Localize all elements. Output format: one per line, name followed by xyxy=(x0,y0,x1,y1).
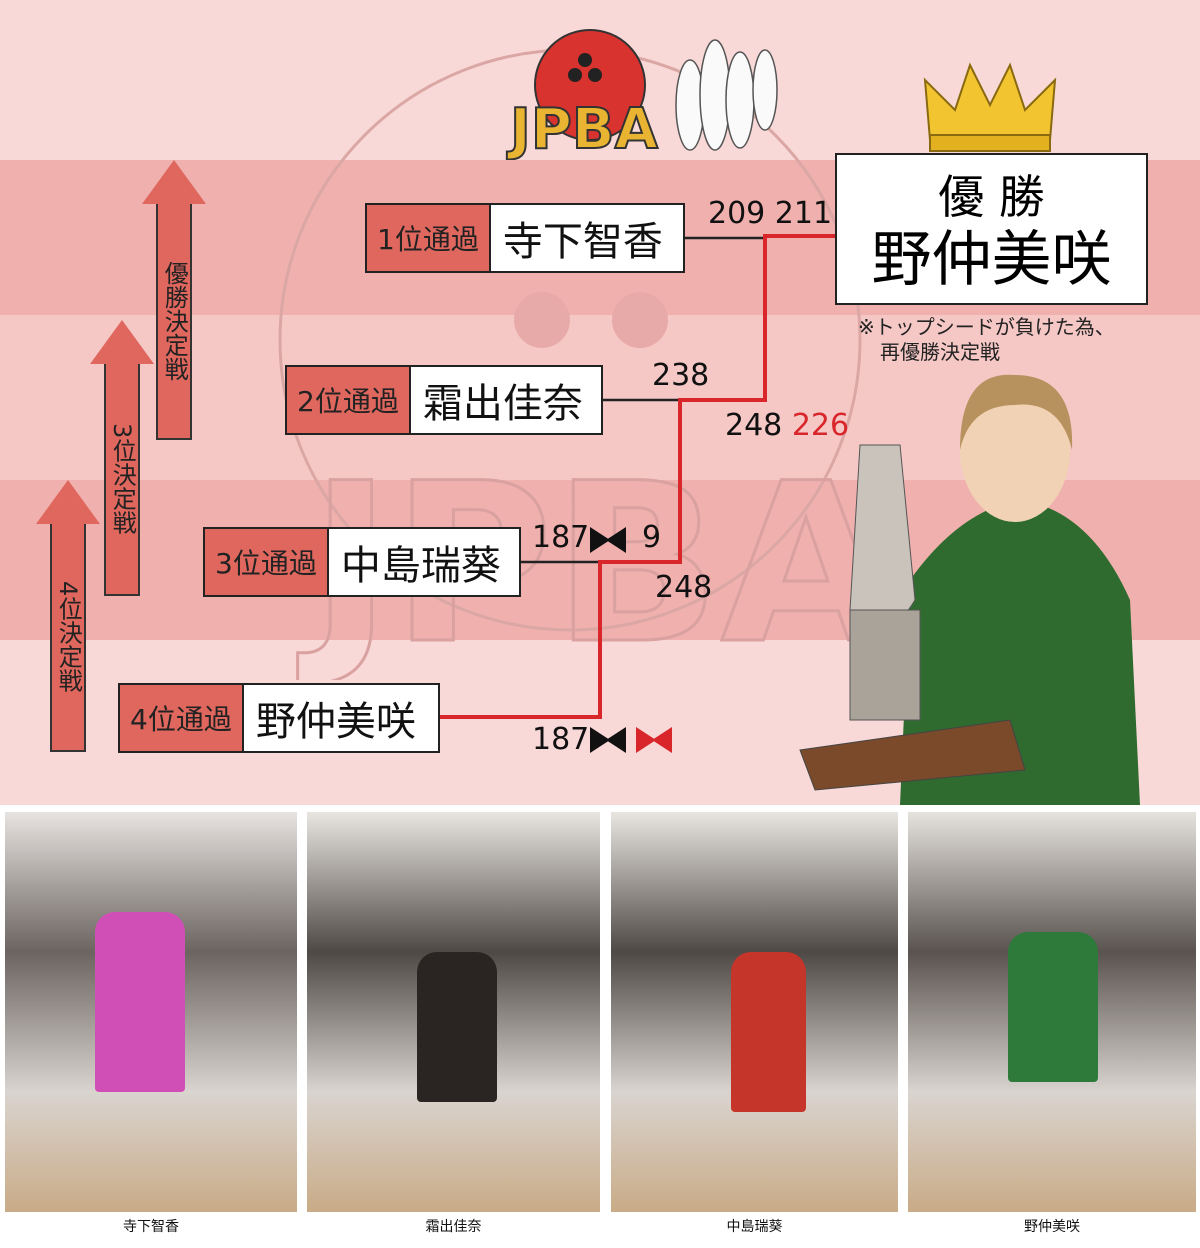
player-name: 寺下智香 xyxy=(502,219,663,265)
photo-caption: 中島瑞葵 xyxy=(726,1219,783,1235)
seed-label: 2位通過 xyxy=(287,367,411,433)
seed-label: 1位通過 xyxy=(367,205,491,271)
score-match1-top: 187 xyxy=(532,520,590,555)
player-figure xyxy=(95,912,185,1092)
photo-caption: 霜出佳奈 xyxy=(425,1219,482,1235)
jpba-logo: JPBA xyxy=(505,20,805,163)
seed-label: 3位通過 xyxy=(205,529,329,595)
photo-player-2 xyxy=(307,812,600,1212)
score-semi-bottom-first: 248 xyxy=(725,408,783,443)
seed-label: 4位通過 xyxy=(120,685,244,751)
photo-player-1 xyxy=(5,812,297,1212)
note-line-1: ※トップシードが負けた為、 xyxy=(858,315,1115,339)
tie-marks xyxy=(590,527,672,753)
logo-text: JPBA xyxy=(506,97,659,160)
player-box-4: 4位通過 野仲美咲 xyxy=(118,683,440,753)
arrow-4th: 4位決定戦 xyxy=(36,480,100,752)
champion-title: 優 勝 xyxy=(938,170,1045,224)
score-match4: 187 xyxy=(532,722,590,757)
score-match1-tiebreak: 9 xyxy=(642,520,662,555)
score-semi-bottom-replay: 226 xyxy=(791,408,850,443)
photo-player-3 xyxy=(611,812,898,1212)
champion-name: 野仲美咲 xyxy=(871,225,1112,295)
player-name: 中島瑞葵 xyxy=(340,543,501,589)
champion-box: 優 勝 野仲美咲 xyxy=(835,153,1148,305)
arrow-3rd: 3位決定戦 xyxy=(90,320,154,596)
score-match1-bottom: 248 xyxy=(655,570,713,605)
crown-icon xyxy=(923,62,1057,152)
note-line-2: 再優勝決定戦 xyxy=(880,340,1000,364)
score-final-top: 209 211 xyxy=(708,196,833,231)
score-semi-top: 238 xyxy=(652,358,710,393)
player-figure xyxy=(731,952,806,1112)
player-figure xyxy=(1008,932,1098,1082)
player-box-2: 2位通過 霜出佳奈 xyxy=(285,365,603,435)
champion-illustration xyxy=(799,374,1140,805)
score-semi-bottom: 248 226 xyxy=(725,408,849,443)
arrow-final: 優勝決定戦 xyxy=(142,160,206,440)
player-box-3: 3位通過 中島瑞葵 xyxy=(203,527,521,597)
bowling-ball-watermark: JPBA xyxy=(278,48,870,680)
player-name: 霜出佳奈 xyxy=(422,381,583,427)
player-figure xyxy=(417,952,497,1102)
champion-note: ※トップシードが負けた為、 再優勝決定戦 xyxy=(858,315,1115,365)
photo-player-4 xyxy=(908,812,1196,1212)
bracket-lines xyxy=(440,234,835,753)
player-box-1: 1位通過 寺下智香 xyxy=(365,203,685,273)
arrow-label: 優勝決定戦 xyxy=(156,204,192,440)
bracket-infographic: JPBA JPBA 優勝決定戦 3位決定戦 4位決定戦 xyxy=(0,0,1200,805)
photo-caption: 野仲美咲 xyxy=(1024,1219,1080,1235)
arrow-label: 3位決定戦 xyxy=(104,364,140,596)
photo-caption: 寺下智香 xyxy=(123,1219,179,1235)
player-name: 野仲美咲 xyxy=(255,699,416,745)
arrow-label: 4位決定戦 xyxy=(50,524,86,752)
